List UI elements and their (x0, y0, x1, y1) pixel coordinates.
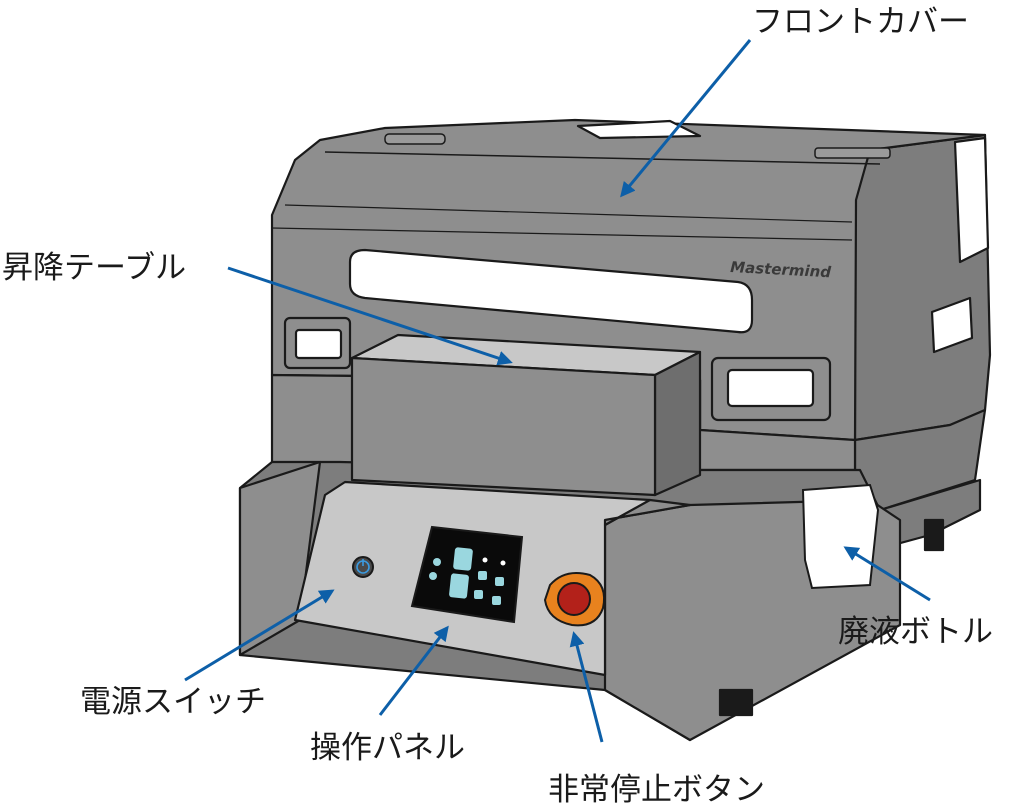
arrow-lift-table (227, 266, 513, 366)
arrow-emergency-stop (569, 631, 604, 743)
print-window (348, 248, 754, 334)
emergency-stop-button[interactable] (543, 572, 606, 627)
label-front-cover: フロントカバー (752, 4, 969, 40)
callout-arrows (184, 39, 931, 743)
arrow-power-switch (184, 589, 335, 682)
label-lift-table: 昇降テーブル (2, 250, 186, 286)
brand-logo: Mastermind (730, 258, 832, 281)
arrow-operation-panel (378, 625, 449, 716)
waste-bottle (801, 483, 880, 590)
arrow-waste-bottle (843, 546, 931, 602)
arrow-front-cover (620, 39, 752, 198)
label-operation-panel: 操作パネル (310, 730, 465, 766)
power-switch-button[interactable] (352, 556, 374, 578)
operation-panel-screen[interactable] (410, 525, 524, 624)
label-waste-bottle: 廃液ボトル (838, 614, 993, 650)
label-emergency-stop: 非常停止ボタン (548, 772, 765, 808)
lift-table (350, 333, 702, 497)
label-power-switch: 電源スイッチ (80, 684, 266, 720)
